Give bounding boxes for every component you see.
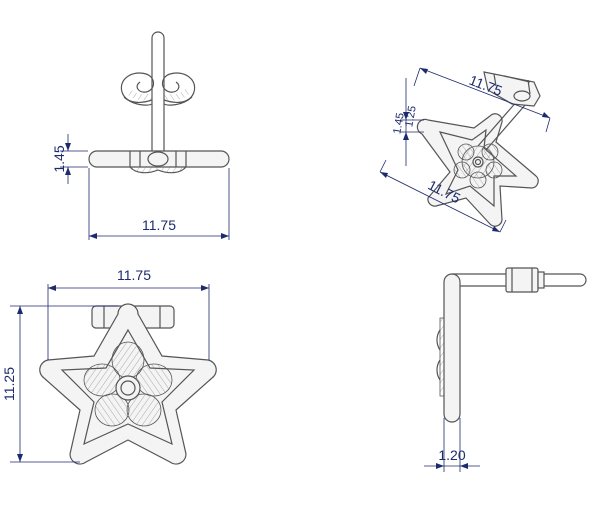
- side-thickness-dimension: 1.20: [424, 418, 480, 472]
- front-view: [88, 31, 230, 174]
- top-view: [39, 303, 217, 465]
- front-thickness-label: 1.45: [51, 145, 67, 172]
- top-width-label: 11.75: [117, 267, 151, 283]
- iso-small-label-b: 1.25: [403, 105, 419, 128]
- isometric-view: [416, 71, 541, 227]
- top-height-dimension: 11.25: [1, 305, 118, 463]
- iso-small-dimension: 1.45 1.25: [391, 78, 424, 166]
- front-thickness-dimension: 1.45: [51, 134, 88, 184]
- flower-mesh: [83, 341, 173, 427]
- iso-small-label-a: 1.45: [391, 112, 407, 135]
- side-view: [436, 267, 587, 423]
- top-width-dimension: 11.75: [47, 267, 210, 360]
- side-thickness-label: 1.20: [438, 447, 465, 463]
- front-width-dimension: 11.75: [88, 168, 230, 240]
- front-width-label: 11.75: [142, 217, 176, 233]
- top-height-label: 11.25: [1, 367, 17, 401]
